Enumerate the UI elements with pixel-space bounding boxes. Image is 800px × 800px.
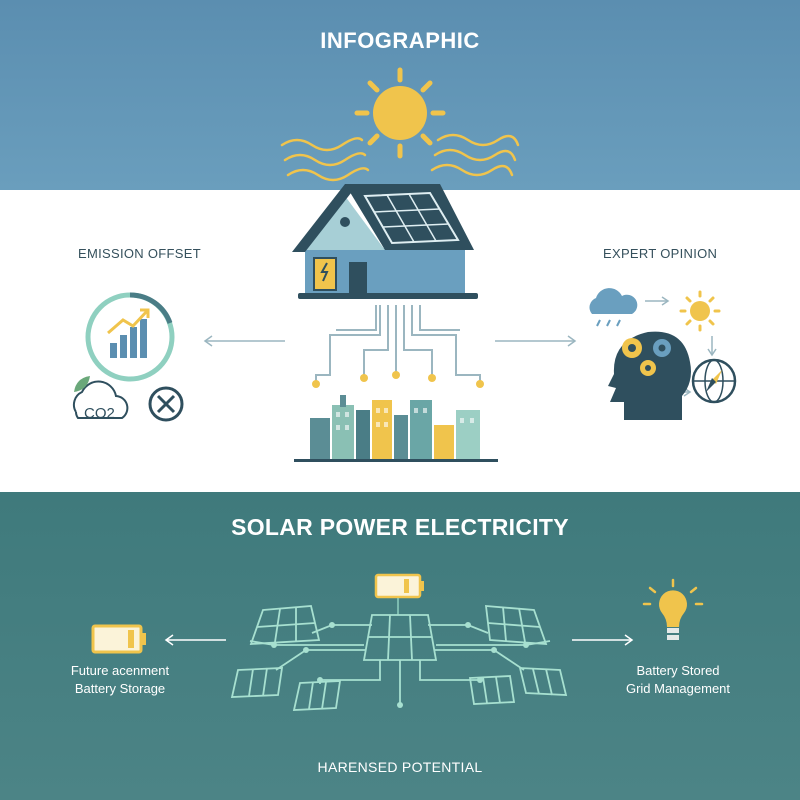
footer-label: HARENSED POTENTIAL: [317, 759, 483, 775]
emission-offset-label: EMISSION OFFSET: [78, 246, 201, 261]
expert-arrows: [645, 296, 717, 397]
grid-nodes: [271, 622, 529, 708]
expert-opinion-label: EXPERT OPINION: [603, 246, 718, 261]
right-caption: Battery Stored Grid Management: [618, 662, 738, 698]
right-caption-line1: Battery Stored: [636, 663, 720, 678]
arrows-mid: [203, 335, 577, 347]
city-skyline-icon: [294, 395, 498, 462]
sun-icon: [280, 67, 520, 182]
left-caption-line2: Battery Storage: [74, 681, 166, 696]
page-title: INFOGRAPHIC: [320, 28, 480, 53]
head-gears-icon: [608, 331, 691, 420]
arrows-bottom: [164, 634, 634, 646]
compass-globe-icon: [691, 358, 737, 404]
co2-leaf-icon: CO2: [72, 376, 129, 422]
co2-label: CO2: [84, 405, 115, 422]
left-caption-line1: Future acenment: [70, 663, 170, 678]
battery-left-icon: [91, 624, 146, 654]
small-sun-icon: [679, 290, 721, 332]
wire-nodes: [312, 371, 484, 388]
solar-grid-icon: [230, 605, 568, 711]
cancel-x-icon: [148, 386, 184, 422]
solar-panel-icon: [363, 191, 460, 245]
section-title: SOLAR POWER ELECTRICITY: [231, 514, 569, 540]
lightbulb-icon: [642, 578, 704, 640]
battery-icon: [374, 573, 424, 599]
wiring: [315, 305, 481, 383]
cloud-rain-icon: [589, 288, 638, 327]
left-caption: Future acenment Battery Storage: [65, 662, 175, 698]
growth-chart-icon: [85, 292, 175, 382]
right-caption-line2: Grid Management: [625, 681, 731, 696]
